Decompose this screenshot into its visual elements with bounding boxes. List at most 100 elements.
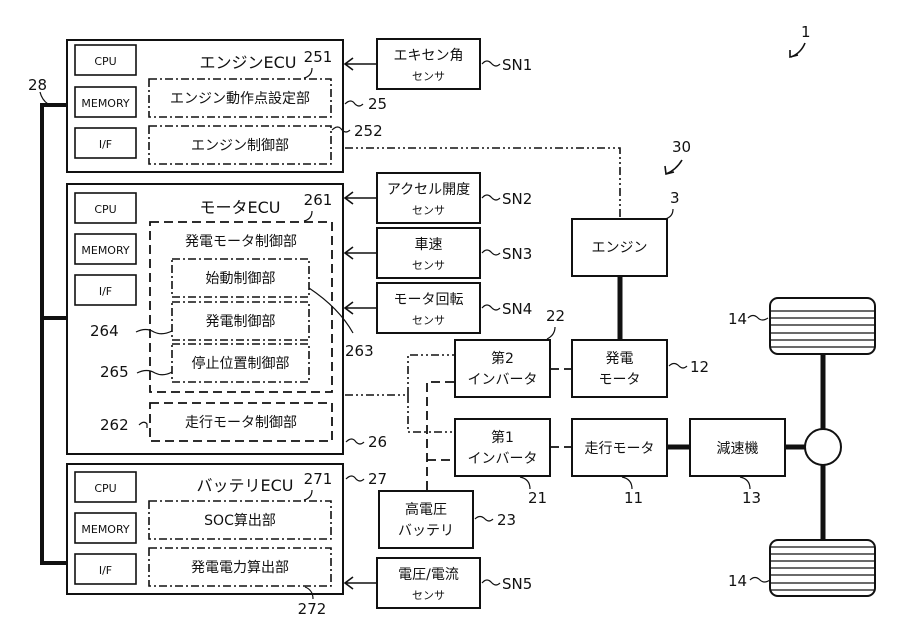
- hv-battery-box: [378, 490, 474, 549]
- inverter1-ref: 21: [528, 489, 547, 507]
- battery-ecu-if-label: I/F: [99, 564, 112, 577]
- system-ref: 1: [801, 23, 811, 41]
- battery-ecu-memory: [74, 512, 137, 544]
- gen-motor-ctrl-ref: 261: [304, 191, 333, 209]
- generator-line1: 発電: [606, 351, 634, 367]
- engine-ecu-ref: 25: [368, 95, 387, 113]
- soc-calc-label: SOC算出部: [204, 513, 276, 529]
- stop-position-control-label: 停止位置制御部: [192, 355, 290, 372]
- engine-op-point-unit: [148, 78, 332, 118]
- hv-battery-line1: 高電圧: [405, 501, 447, 518]
- generator-line2: モータ: [599, 372, 641, 388]
- motor-ecu-memory: [74, 233, 137, 265]
- inverter1-line1: 第1: [491, 429, 514, 446]
- powertrain-ref: 30: [672, 138, 691, 156]
- gen-power-calc-ref: 272: [298, 600, 327, 618]
- battery-ecu-title: バッテリECU: [197, 476, 294, 495]
- second-inverter-box: [454, 339, 551, 398]
- accelerator-position-sensor: [376, 172, 481, 224]
- sensor-5-ref: SN5: [502, 575, 532, 593]
- drive-motor-box: [571, 418, 668, 477]
- inverter1-line2: インバータ: [468, 451, 538, 467]
- engine-control-unit: [148, 125, 332, 165]
- motor-ecu-cpu-label: CPU: [94, 203, 116, 216]
- bus-ref: 28: [28, 76, 47, 94]
- signal-lines: [345, 147, 621, 490]
- engine-ref: 3: [670, 189, 680, 207]
- motor-ecu-cpu: [74, 192, 137, 224]
- start-control-ref: 263: [345, 342, 374, 360]
- sensor-2-line2: センサ: [412, 204, 445, 217]
- sensor-4-ref: SN4: [502, 300, 532, 318]
- communication-bus: 28: [28, 76, 67, 565]
- sensor-1-line2: センサ: [412, 70, 445, 83]
- inverter2-line1: 第2: [491, 350, 514, 367]
- reducer-label: 減速機: [717, 440, 759, 457]
- generation-control-label: 発電制御部: [206, 314, 276, 330]
- gen-power-calc-label: 発電電力算出部: [191, 560, 289, 576]
- engine-label: エンジン: [592, 240, 648, 256]
- battery-ecu-if: [74, 553, 137, 585]
- engine-ecu-memory: [74, 86, 137, 118]
- engine-ecu-if-label: I/F: [99, 138, 112, 151]
- engine-ecu-cpu: [74, 44, 137, 76]
- battery-ecu-cpu-label: CPU: [94, 482, 116, 495]
- hv-battery-ref: 23: [497, 511, 516, 529]
- battery-ecu: CPU MEMORY I/F バッテリECU 271 SOC算出部 発電電力算出…: [66, 463, 387, 618]
- sensor-5-line2: センサ: [412, 589, 445, 602]
- generation-control-unit: [171, 301, 310, 341]
- sensor-3-ref: SN3: [502, 245, 532, 263]
- generation-control-ref: 264: [90, 322, 119, 340]
- gen-power-calc-unit: [148, 547, 332, 587]
- sensor-1-line1: エキセン角: [394, 48, 464, 64]
- drive-motor-control-label: 走行モータ制御部: [185, 415, 297, 431]
- front-wheel-ref: 14: [728, 310, 747, 328]
- engine-op-point-label: エンジン動作点設定部: [170, 91, 310, 107]
- engine-control-label: エンジン制御部: [191, 138, 289, 154]
- engine-ecu-memory-label: MEMORY: [81, 97, 130, 110]
- sensors: エキセン角 センサ SN1 アクセル開度 センサ SN2 車速 センサ SN3 …: [343, 38, 532, 609]
- rear-wheel: [769, 539, 876, 597]
- sensor-5-line1: 電圧/電流: [398, 567, 459, 583]
- drive-motor-control-unit: [149, 402, 333, 442]
- battery-ecu-ref: 27: [368, 470, 387, 488]
- inverter2-line2: インバータ: [468, 372, 538, 388]
- engine-ecu-title: エンジンECU: [200, 53, 297, 72]
- engine-ecu-cpu-label: CPU: [94, 55, 116, 68]
- stop-position-control-ref: 265: [100, 363, 129, 381]
- start-control-label: 始動制御部: [206, 271, 276, 287]
- engine-ecu: CPU MEMORY I/F エンジンECU 251 エンジン動作点設定部 エン…: [66, 39, 387, 173]
- generator-motor-box: [571, 339, 668, 398]
- sensor-2-line1: アクセル開度: [387, 182, 470, 198]
- battery-ecu-memory-label: MEMORY: [81, 523, 130, 536]
- battery-ecu-cpu: [74, 471, 137, 503]
- engine-control-ref: 252: [354, 122, 383, 140]
- hv-battery-line2: バッテリ: [398, 523, 454, 539]
- powertrain: 30 エンジン 3 発電 モータ 12 第2 インバータ 22 第1 インバータ…: [378, 138, 876, 597]
- stop-position-control-unit: [171, 343, 310, 383]
- differential: [804, 428, 842, 466]
- eccentric-angle-sensor: [376, 38, 481, 90]
- sensor-4-line1: モータ回転: [394, 292, 464, 308]
- start-control-unit: [171, 258, 310, 298]
- voltage-current-sensor: [376, 557, 481, 609]
- motor-ecu-title: モータECU: [200, 198, 281, 217]
- motor-ecu-ref: 26: [368, 433, 387, 451]
- inverter2-ref: 22: [546, 307, 565, 325]
- first-inverter-box: [454, 418, 551, 477]
- engine-ecu-if: [74, 127, 137, 159]
- sensor-3-line2: センサ: [412, 259, 445, 272]
- sensor-3-line1: 車速: [415, 236, 443, 253]
- sensor-1-ref: SN1: [502, 56, 532, 74]
- soc-calc-unit: [148, 500, 332, 540]
- rear-wheel-ref: 14: [728, 572, 747, 590]
- motor-ecu-memory-label: MEMORY: [81, 244, 130, 257]
- generator-ref: 12: [690, 358, 709, 376]
- soc-calc-ref: 271: [304, 470, 333, 488]
- sensor-2-ref: SN2: [502, 190, 532, 208]
- motor-ecu-if: [74, 274, 137, 306]
- front-wheel: [769, 297, 876, 355]
- drive-motor-ref: 11: [624, 489, 643, 507]
- system-ref-marker: 1: [789, 23, 811, 59]
